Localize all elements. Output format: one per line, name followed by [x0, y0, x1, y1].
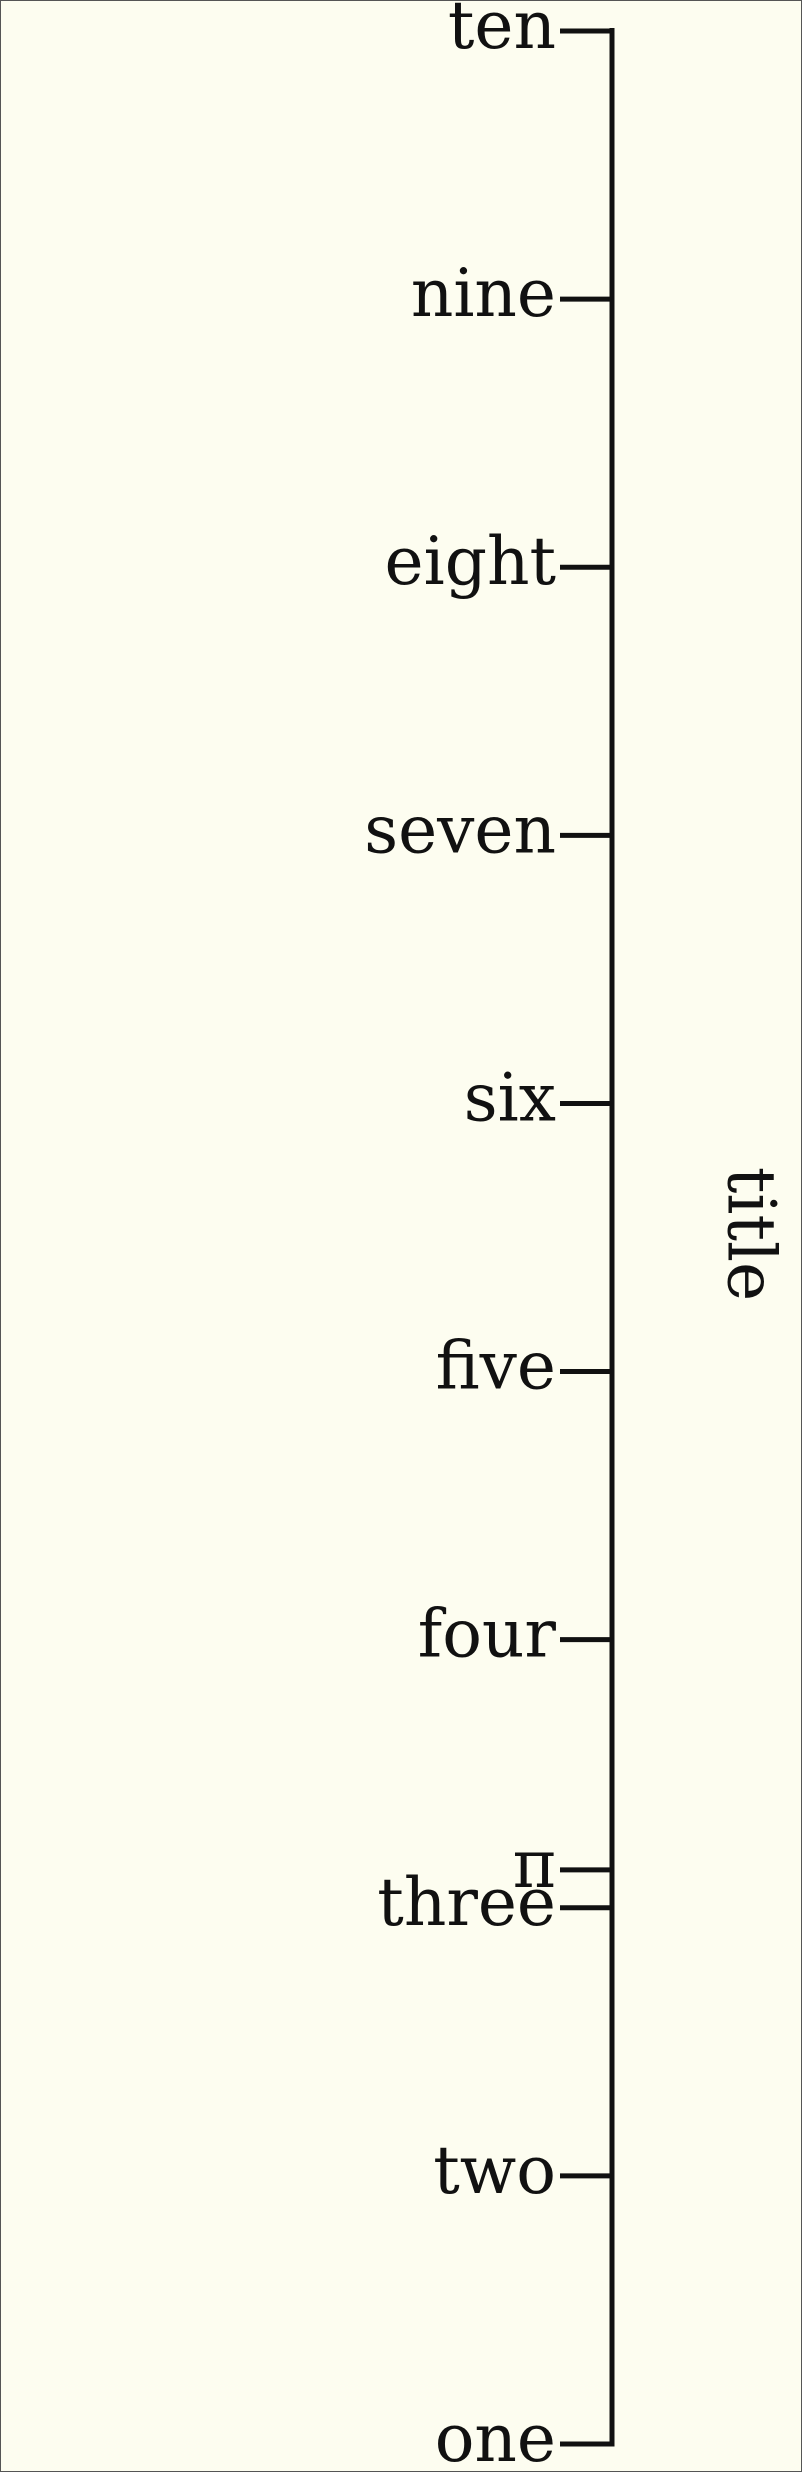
- axis-title: title: [713, 1167, 790, 1301]
- tick-label: three: [377, 1864, 556, 1941]
- tick-label: one: [435, 2400, 556, 2471]
- tick-label: six: [464, 1059, 556, 1136]
- tick-label: four: [418, 1596, 557, 1673]
- tick-label: five: [436, 1328, 556, 1405]
- tick-label: two: [433, 2132, 556, 2209]
- tick-label: ten: [448, 1, 556, 64]
- tick-label: eight: [385, 523, 556, 600]
- tick-label: seven: [364, 791, 556, 868]
- tick-label: π: [513, 1826, 556, 1903]
- tick-label: nine: [411, 255, 556, 332]
